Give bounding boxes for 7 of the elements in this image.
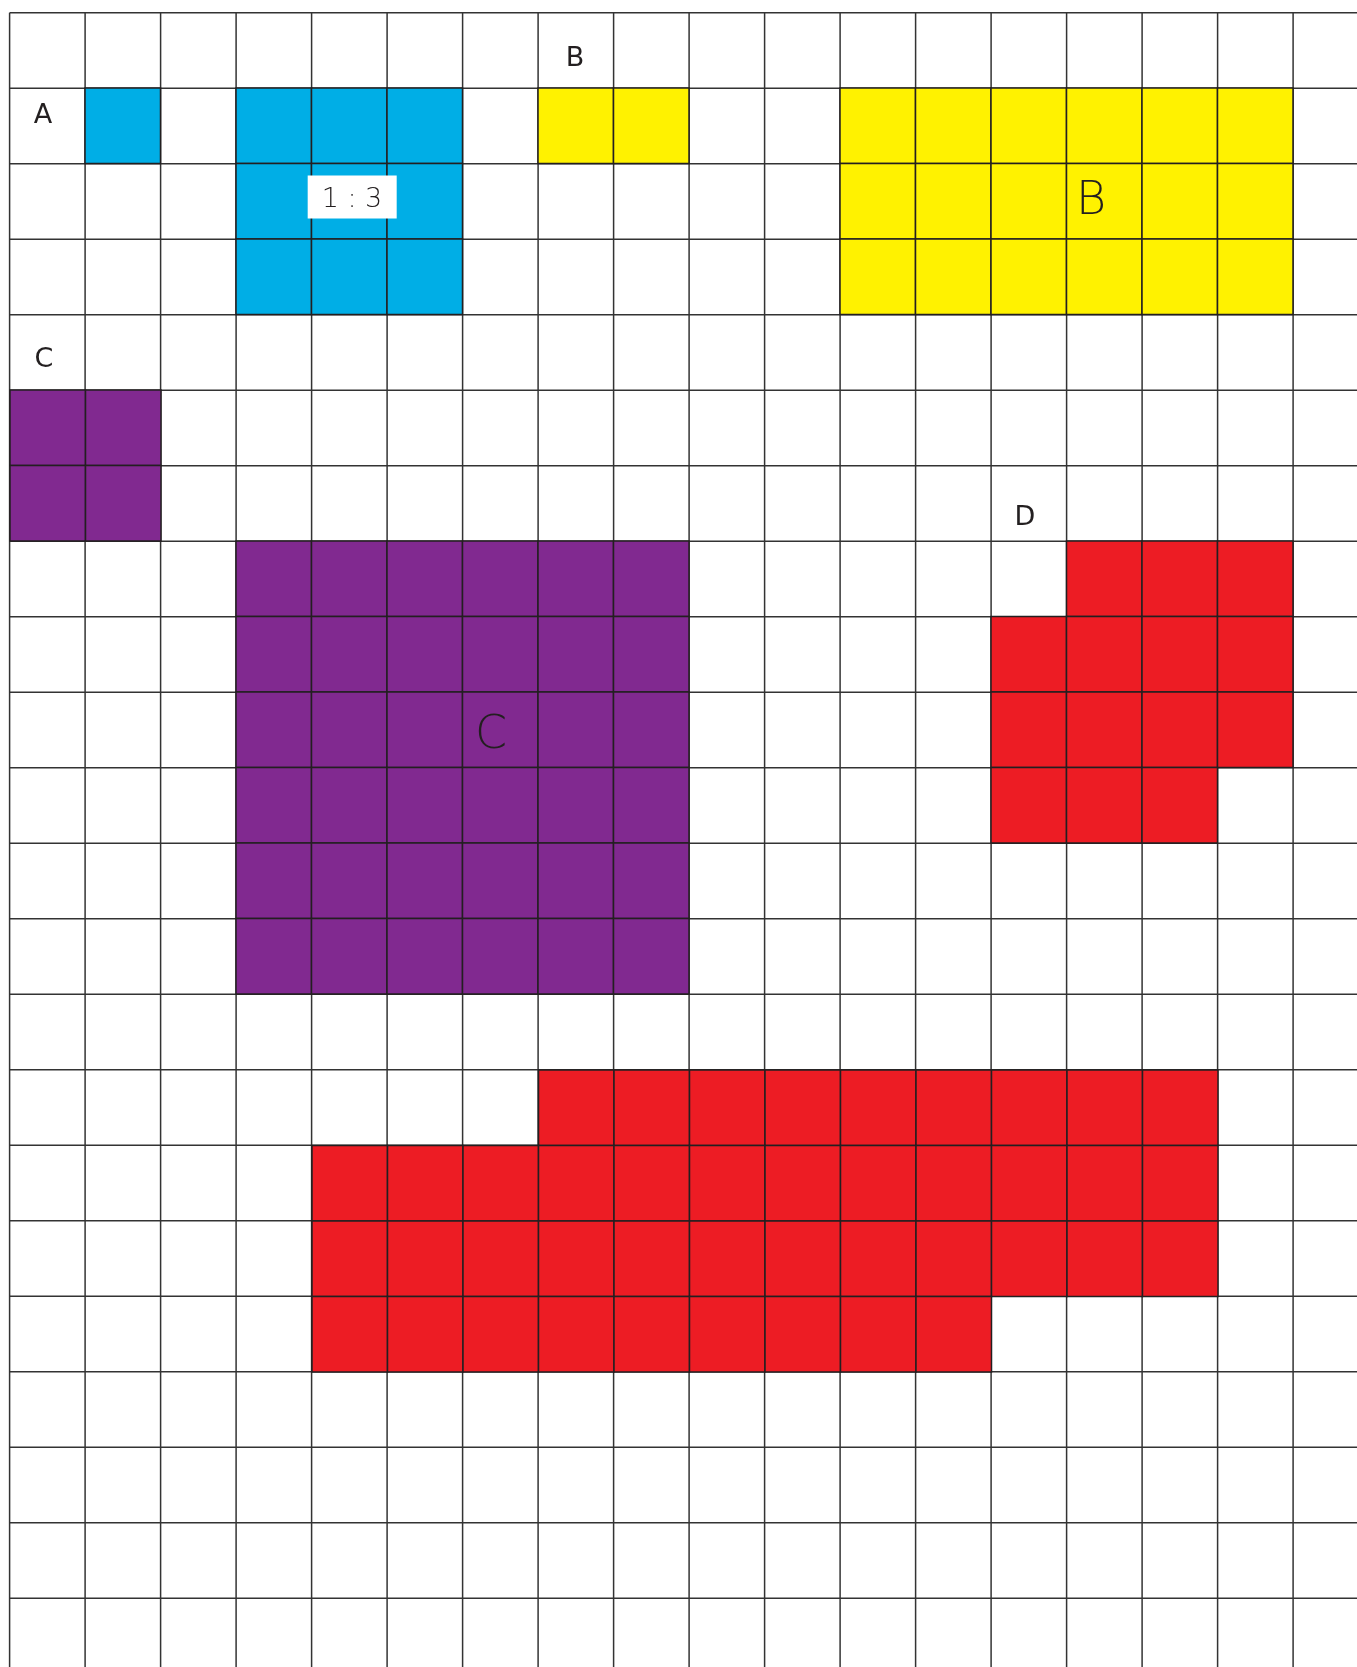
ratio-label: 1 : 3: [307, 175, 397, 219]
shape-letter: D: [1014, 499, 1036, 531]
shape-letter: B: [1075, 171, 1107, 225]
shape-letter: B: [565, 40, 585, 72]
shape-letter: C: [34, 341, 54, 373]
shape-letter: C: [474, 705, 508, 759]
shape-letter: A: [33, 97, 53, 129]
